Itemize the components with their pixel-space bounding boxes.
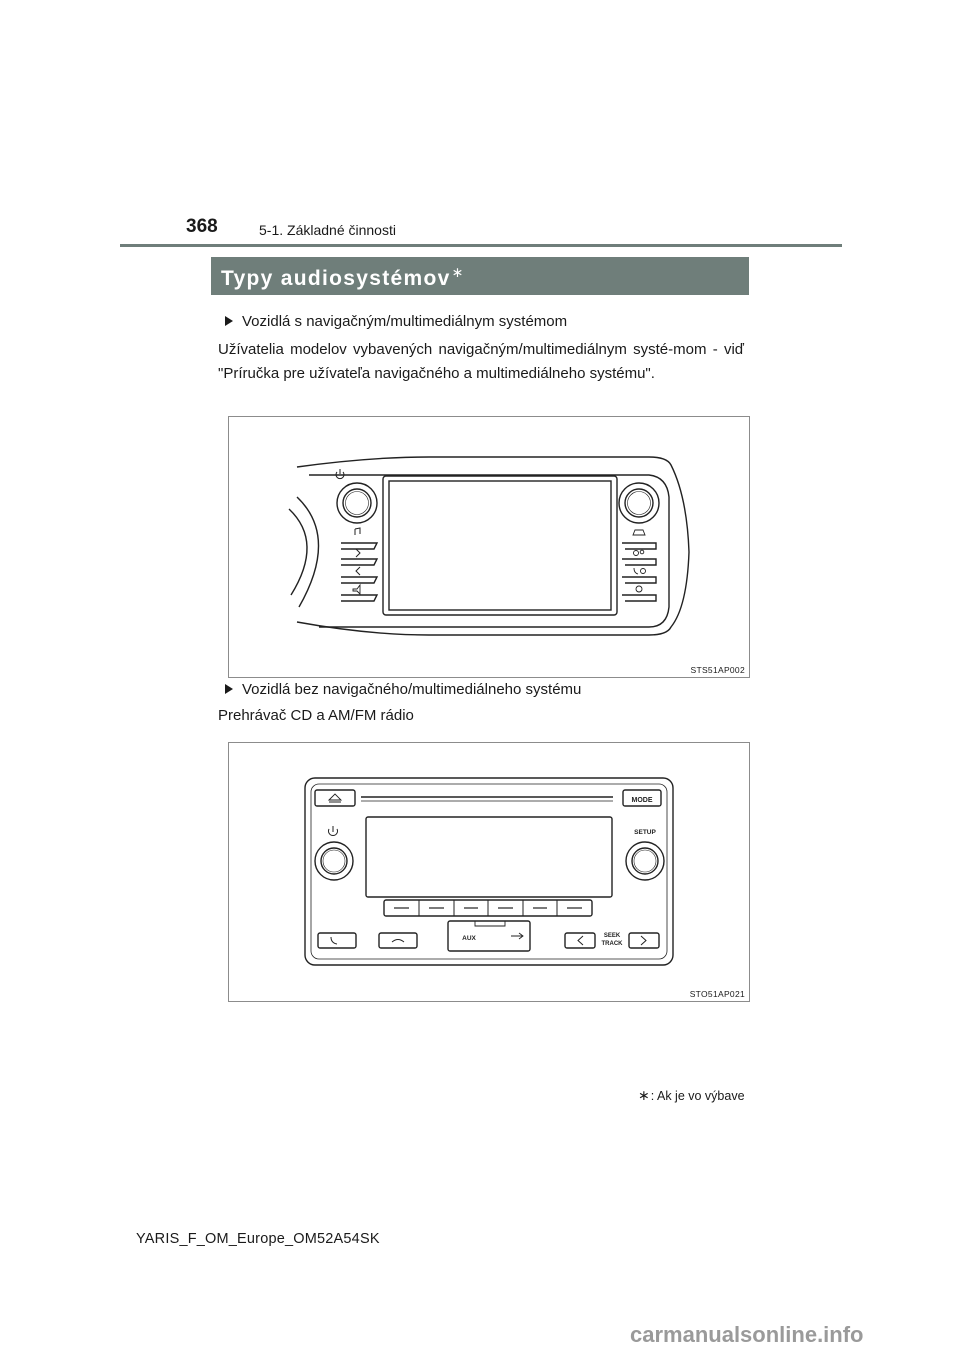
optional-equipment-marker: ∗ (451, 264, 465, 280)
navigation-unit-illustration (288, 456, 690, 636)
page-number: 368 (186, 216, 218, 237)
aux-label: AUX (462, 935, 476, 942)
triangle-bullet-icon (225, 316, 233, 326)
setup-label: SETUP (634, 829, 656, 836)
section-label: 5-1. Základné činnosti (259, 222, 396, 238)
header-rule (120, 244, 842, 247)
track-label: TRACK (602, 941, 624, 947)
bullet-item: Vozidlá s navigačným/multimediálnym syst… (225, 313, 567, 330)
footnote: ∗: Ak je vo výbave (638, 1087, 745, 1104)
cd-radio-illustration: MODE SETUP AUX SEEK TRACK (304, 777, 674, 966)
section-title: Typy audiosystémov (221, 267, 451, 290)
body-paragraph: Užívatelia modelov vybavených navigačným… (218, 341, 744, 382)
footnote-marker: ∗ (638, 1087, 650, 1103)
section-title-bar: Typy audiosystémov∗ (211, 257, 749, 295)
figure-code: STS51AP002 (690, 665, 745, 675)
bullet-text: Vozidlá s navigačným/multimediálnym syst… (242, 313, 568, 330)
figure-navigation-system: STS51AP002 (228, 416, 750, 678)
document-id: YARIS_F_OM_Europe_OM52A54SK (136, 1231, 380, 1247)
body-text: Prehrávač CD a AM/FM rádio (218, 707, 414, 724)
bullet-item: Vozidlá bez navigačného/multimediálneho … (225, 681, 581, 698)
footnote-text: : Ak je vo výbave (650, 1089, 745, 1103)
watermark: carmanualsonline.info (630, 1322, 864, 1347)
seek-label: SEEK (604, 933, 621, 939)
bullet-text: Vozidlá bez navigačného/multimediálneho … (242, 681, 582, 698)
figure-cd-radio: MODE SETUP AUX SEEK TRACK STO51AP021 (228, 742, 750, 1002)
mode-label: MODE (632, 797, 653, 804)
triangle-bullet-icon (225, 684, 233, 694)
figure-code: STO51AP021 (689, 989, 745, 999)
